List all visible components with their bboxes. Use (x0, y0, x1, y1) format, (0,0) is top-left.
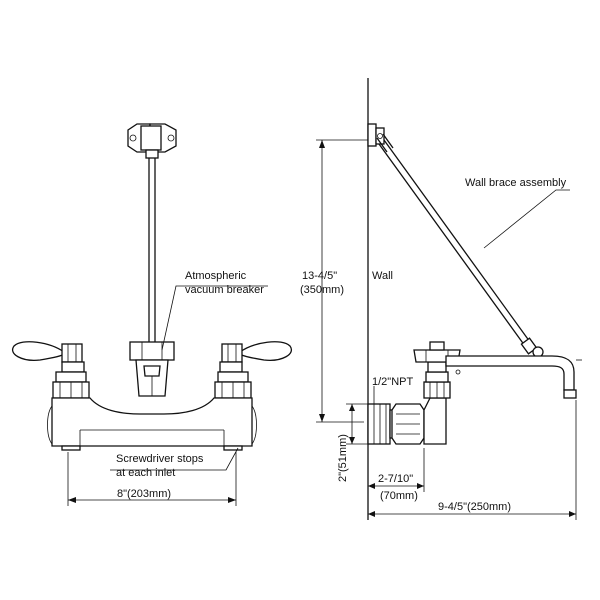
label-vacuum-breaker-2: vacuum breaker (185, 284, 264, 296)
screwdriver-leader (110, 447, 239, 471)
diagonal-brace-rod (376, 133, 544, 358)
label-wall: Wall (372, 270, 393, 282)
right-bonnet (214, 361, 252, 399)
right-handle (221, 341, 292, 363)
spout (445, 355, 582, 399)
front-view (12, 123, 292, 506)
vacuum-breaker (129, 341, 175, 397)
label-height-2: (350mm) (300, 284, 344, 296)
label-vacuum-breaker-1: Atmospheric (185, 270, 247, 282)
dimension-27in (368, 448, 425, 492)
dimension-94in (368, 400, 577, 520)
label-94: 9-4/5"(250mm) (438, 501, 511, 513)
dimension-2in (346, 403, 368, 445)
label-27-2: (70mm) (380, 490, 418, 502)
wall-bracket (367, 123, 385, 147)
inlet-fitting (367, 403, 425, 445)
left-bonnet (52, 361, 90, 399)
label-27-1: 2-7/10" (378, 473, 413, 485)
label-width-8: 8"(203mm) (117, 488, 171, 500)
label-npt: 1/2"NPT (372, 376, 413, 388)
label-screwdriver-1: Screwdriver stops (116, 453, 204, 465)
dimension-8in (67, 452, 237, 506)
vacuum-breaker-leader (161, 285, 268, 351)
vertical-brace-rod (148, 158, 156, 342)
label-height-1: 13-4/5" (302, 270, 337, 282)
label-screwdriver-2: at each inlet (116, 467, 175, 479)
dimension-height (316, 139, 368, 423)
left-handle (12, 341, 83, 363)
faucet-body (47, 397, 257, 451)
wall-brace-leader (483, 189, 570, 249)
side-view (316, 78, 582, 520)
label-2in: 2"(51mm) (337, 434, 349, 482)
label-wall-brace: Wall brace assembly (465, 177, 567, 189)
top-mount-flange (127, 123, 177, 159)
